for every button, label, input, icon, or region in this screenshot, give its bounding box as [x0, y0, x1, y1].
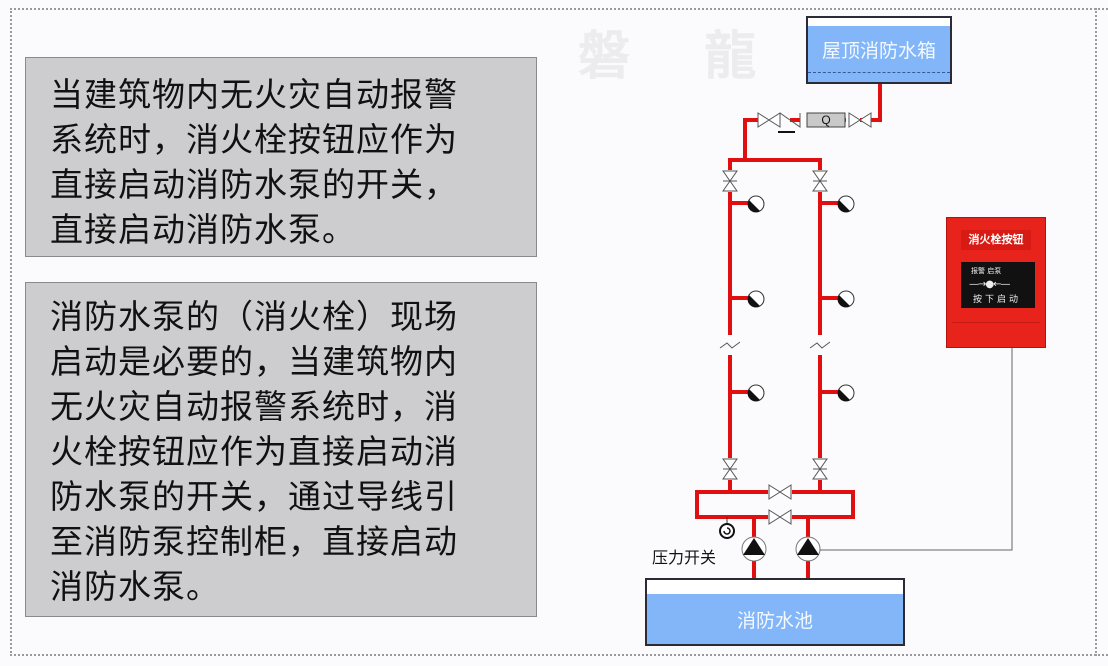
text-line: 系统时，消火栓按钮应作为 [50, 120, 458, 159]
fire-hydrant-icon [837, 384, 855, 402]
riser-valve-icon [812, 458, 828, 480]
riser-valve-icon [722, 458, 738, 480]
svg-text:Q: Q [821, 113, 830, 127]
check-valve-icon [779, 112, 801, 128]
alarm-button-lower-cover [952, 322, 1040, 343]
fire-hydrant-icon [837, 195, 855, 213]
fire-hydrant-icon [837, 290, 855, 308]
text-line: 消防水泵的（消火栓）现场 [50, 297, 458, 336]
fire-pump-icon [795, 536, 821, 562]
roof-tank-label: 屋顶消防水箱 [821, 40, 936, 62]
dotted-frame-right [1095, 8, 1097, 656]
text-line: 直接启动消防水泵。 [50, 210, 356, 249]
panel-bottom-text: 按下启动 [973, 295, 1022, 305]
riser-valve-icon [722, 170, 738, 192]
bypass-valve-icon [768, 484, 792, 500]
text-line: 无火灾自动报警系统时，消 [50, 387, 458, 426]
fire-hydrant-icon [747, 290, 765, 308]
gate-valve-icon [848, 112, 872, 128]
text-box-on-site-start: 消防水泵的（消火栓）现场 启动是必要的，当建筑物内 无火灾自动报警系统时，消 火… [25, 282, 537, 617]
text-line: 防水泵的开关，通过导线引 [50, 477, 458, 516]
fire-hydrant-icon [747, 195, 765, 213]
pool-label: 消防水池 [736, 610, 813, 632]
flow-meter-icon [806, 112, 846, 128]
pipes [695, 84, 882, 578]
alarm-button-label: 消火栓按钮 [961, 230, 1031, 250]
break-mark-icon [719, 341, 741, 349]
roof-fire-water-tank: 屋顶消防水箱 [806, 16, 952, 84]
fire-pump-icon [741, 536, 767, 562]
text-box-no-alarm-system: 当建筑物内无火灾自动报警 系统时，消火栓按钮应作为 直接启动消防水泵的开关， 直… [25, 57, 537, 257]
gate-valve-icon [757, 112, 781, 128]
control-wire [820, 348, 1013, 551]
text-line: 启动是必要的，当建筑物内 [50, 342, 458, 381]
bypass-valve-icon [768, 509, 792, 525]
break-mark-icon [809, 341, 831, 349]
text-line: 火栓按钮应作为直接启动消 [50, 432, 458, 471]
hydrant-alarm-button: 消火栓按钮 报警 启泵 —→●←— 按下启动 [946, 217, 1046, 348]
fire-hydrant-icon [747, 384, 765, 402]
text-line: 当建筑物内无火灾自动报警 [50, 75, 458, 114]
water-line [808, 72, 950, 73]
panel-top-text: 报警 启泵 [971, 267, 1002, 275]
press-arrows-icon: —→●←— [969, 279, 1010, 290]
pressure-switch-label: 压力开关 [652, 548, 717, 567]
text-line: 直接启动消防水泵的开关， [50, 165, 458, 204]
fire-water-pool: 消防水池 [645, 578, 905, 646]
watermark: 磐 龍 [578, 27, 785, 87]
riser-valve-icon [812, 170, 828, 192]
pressure-switch-icon [719, 523, 735, 539]
text-line: 消防水泵。 [50, 567, 220, 606]
dotted-frame [10, 8, 1108, 656]
alarm-button-panel: 报警 启泵 —→●←— 按下启动 [961, 262, 1035, 308]
text-line: 至消防泵控制柜，直接启动 [50, 522, 458, 561]
